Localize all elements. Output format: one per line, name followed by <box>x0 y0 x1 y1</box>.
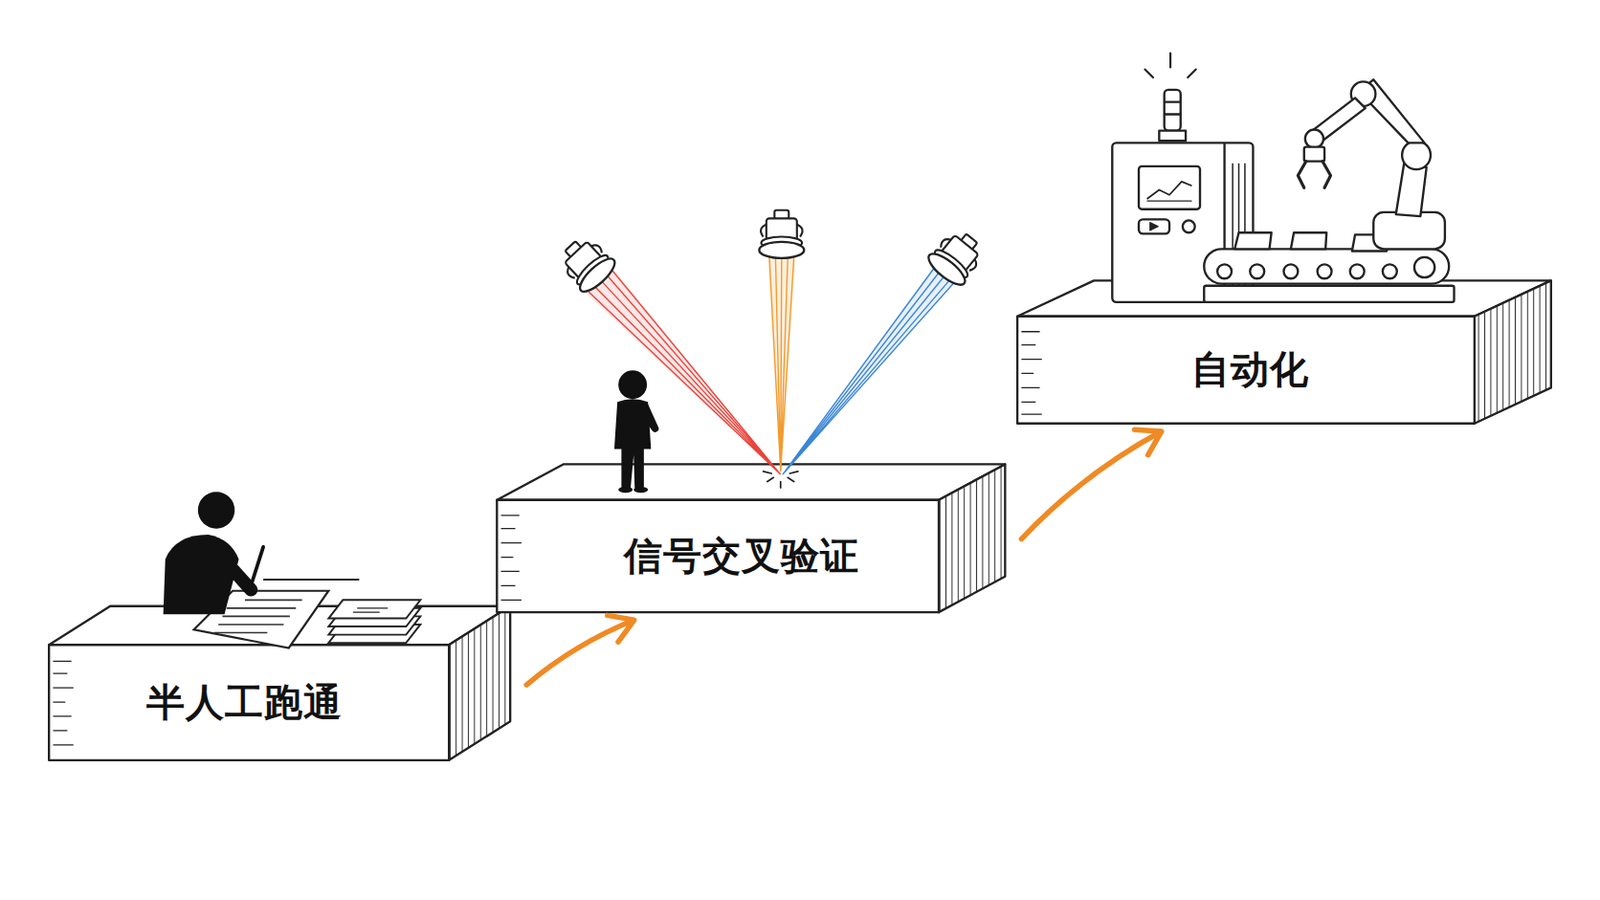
platform-label: 信号交叉验证 <box>623 530 860 583</box>
standing-person-part <box>644 406 656 429</box>
spotlight-orange-part <box>760 224 803 238</box>
flow-arrow <box>1021 429 1161 539</box>
platform-two-part <box>938 464 1005 613</box>
platform-two-part <box>501 515 522 601</box>
automation-machine-part <box>1203 286 1454 303</box>
platform-label-box: 自动化 <box>1017 316 1552 424</box>
spotlight-orange <box>758 210 804 259</box>
orange-beam-part <box>769 257 795 472</box>
automation-machine-part <box>1290 232 1327 249</box>
automation-machine-part <box>1158 131 1186 142</box>
platform-three <box>1017 280 1552 423</box>
standing-person-part <box>618 370 647 400</box>
standing-person <box>614 370 656 493</box>
automation-machine-part <box>1350 264 1365 279</box>
platform-one-part <box>52 661 73 745</box>
beam-sparkle-part <box>763 471 799 489</box>
writing-person-part-part <box>353 608 388 613</box>
platform-two <box>496 464 1005 613</box>
automation-machine-part <box>1164 89 1181 132</box>
flow-arrow <box>526 615 634 686</box>
spotlight-blue-part <box>924 248 970 290</box>
platform-label-box: 信号交叉验证 <box>496 500 1005 613</box>
blue-beam <box>782 266 955 475</box>
blue-beam-part <box>782 267 955 476</box>
platform-three-part <box>1474 280 1552 423</box>
automation-machine-part <box>1182 220 1196 233</box>
platform-one-part <box>48 644 449 761</box>
platform-label-box: 半人工跑通 <box>48 644 511 760</box>
spotlight-blue <box>924 223 990 290</box>
flow-arrow-line <box>526 615 634 686</box>
spotlight-red-part <box>575 253 620 296</box>
automation-machine-part <box>1297 161 1331 189</box>
automation-machine-part <box>1305 129 1324 148</box>
beam-sparkle <box>763 471 799 489</box>
writing-person <box>163 491 422 648</box>
automation-machine-part <box>1283 264 1298 279</box>
orange-beam-part <box>767 257 797 472</box>
platform-three-part <box>1017 316 1475 424</box>
spotlight-orange-part <box>758 242 804 259</box>
automation-machine-part <box>1317 264 1333 279</box>
automation-machine-part <box>1249 264 1265 279</box>
automation-machine-part <box>1382 264 1398 279</box>
automation-machine-part <box>1304 147 1325 162</box>
automation-machine-part <box>1138 166 1200 210</box>
automation-machine-part <box>1144 52 1196 78</box>
automation-machine <box>1111 52 1454 302</box>
writing-person-part <box>214 600 303 633</box>
writing-person-part <box>328 600 421 644</box>
writing-person-part <box>216 551 251 591</box>
automation-machine-part <box>1164 102 1181 115</box>
flow-arrow-line <box>1021 429 1161 539</box>
automation-machine-part <box>1396 163 1427 217</box>
automation-machine-part <box>1401 140 1431 170</box>
automation-machine-part <box>1147 181 1193 200</box>
writing-person-part <box>163 534 240 615</box>
automation-machine-part <box>1150 222 1159 232</box>
automation-machine-part <box>1217 264 1232 279</box>
spotlight-red <box>554 230 620 297</box>
automation-machine-part <box>1147 200 1193 202</box>
automation-machine-part <box>1138 219 1170 234</box>
standing-person-part <box>618 487 633 493</box>
orange-beam <box>767 257 797 472</box>
automation-machine-part <box>1414 257 1435 278</box>
writing-person-part <box>248 547 264 593</box>
platform-label: 自动化 <box>1191 343 1310 397</box>
platform-two-part <box>496 500 939 613</box>
blue-beam-part <box>782 266 955 475</box>
writing-person-part <box>198 491 235 529</box>
platform-one-part <box>448 606 511 761</box>
automation-machine-part <box>1373 212 1445 249</box>
platform-three-part <box>1017 280 1552 316</box>
standing-person-part <box>633 487 648 493</box>
automation-machine-part <box>1234 232 1271 249</box>
writing-person-part <box>263 578 359 581</box>
automation-machine-part <box>1203 248 1449 284</box>
platform-two-part <box>496 464 1005 500</box>
platform-three-part <box>1021 332 1042 415</box>
writing-person-part-part <box>328 600 421 619</box>
platform-label: 半人工跑通 <box>146 676 343 730</box>
